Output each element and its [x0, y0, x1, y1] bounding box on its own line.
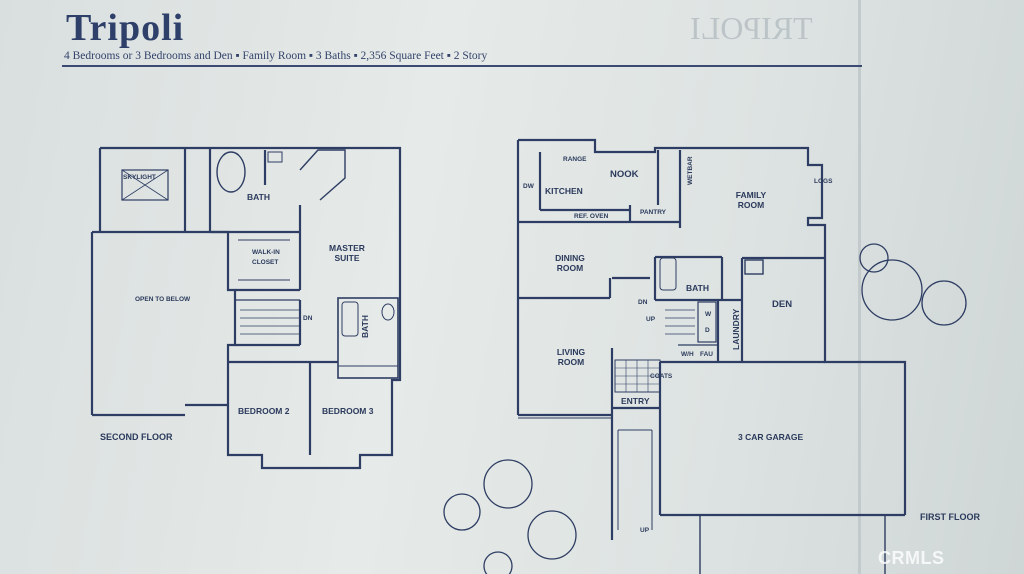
label-dining-room: DINING ROOM	[555, 253, 585, 273]
second-floor-walls	[90, 146, 402, 470]
label-kitchen: KITCHEN	[545, 186, 583, 196]
label-master-suite: MASTER SUITE	[329, 243, 365, 263]
label-first-floor-up: UP	[646, 316, 656, 323]
label-second-bath: BATH	[360, 315, 370, 338]
title-rule	[62, 65, 862, 67]
label-nook: NOOK	[610, 169, 639, 180]
label-water-heater: W/H	[681, 351, 694, 358]
label-wetbar: WETBAR	[687, 156, 694, 185]
label-ref-oven: REF. OVEN	[574, 213, 609, 220]
label-living-room: LIVING ROOM	[556, 347, 586, 367]
label-open-to-below: OPEN TO BELOW	[135, 296, 191, 303]
label-coats: COATS	[650, 373, 673, 380]
label-walk-up: UP	[640, 527, 650, 534]
label-second-floor-dn: DN	[303, 315, 313, 322]
label-skylight: SKYLIGHT	[123, 174, 156, 181]
label-second-floor: SECOND FLOOR	[100, 432, 173, 442]
label-bedroom-2: BEDROOM 2	[238, 406, 290, 416]
label-first-floor-dn: DN	[638, 299, 648, 306]
landscape-trees	[443, 243, 967, 574]
first-floor-walls	[516, 138, 907, 574]
label-range: RANGE	[563, 156, 587, 163]
label-dryer: D	[705, 327, 710, 334]
label-den: DEN	[772, 299, 793, 310]
label-fau: FAU	[700, 351, 713, 358]
paper-fold	[858, 0, 861, 574]
label-laundry: LAUNDRY	[731, 308, 741, 350]
plan-subtitle: 4 Bedrooms or 3 Bedrooms and Den ▪ Famil…	[64, 50, 488, 62]
plan-title: Tripoli	[66, 7, 185, 49]
label-dw: DW	[523, 183, 534, 190]
label-washer: W	[705, 311, 712, 318]
label-family-room: FAMILY ROOM	[735, 190, 767, 210]
label-master-bath: BATH	[247, 192, 270, 202]
crmls-watermark: CRMLS	[878, 548, 945, 568]
label-garage: 3 CAR GARAGE	[738, 432, 804, 442]
label-first-bath: BATH	[686, 283, 709, 293]
label-logs: LOGS	[814, 178, 833, 185]
label-pantry: PANTRY	[640, 209, 666, 216]
label-entry: ENTRY	[621, 396, 650, 406]
label-walk-in-closet: WALK-IN CLOSET	[252, 249, 280, 266]
label-bedroom-3: BEDROOM 3	[322, 406, 374, 416]
label-first-floor: FIRST FLOOR	[920, 512, 980, 522]
